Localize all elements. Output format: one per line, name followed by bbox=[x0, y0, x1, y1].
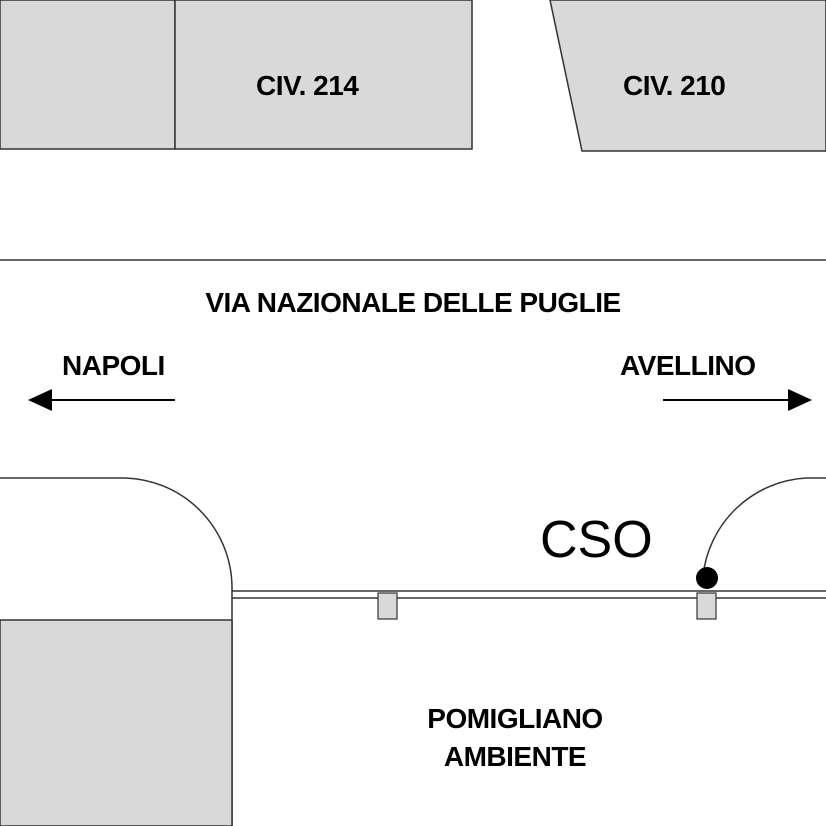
building-civ-210-label: CIV. 210 bbox=[623, 70, 726, 101]
curb-left-corner bbox=[0, 477, 233, 826]
fence-line bbox=[232, 590, 826, 599]
building-civ-214-label: CIV. 214 bbox=[256, 70, 359, 101]
cso-marker-label: CSO bbox=[540, 511, 653, 569]
top-building-block bbox=[0, 0, 826, 152]
curb-right-corner bbox=[702, 477, 826, 577]
area-label-line2: AMBIENTE bbox=[443, 741, 587, 772]
fence-post-1 bbox=[377, 592, 398, 620]
direction-right-label: AVELLINO bbox=[620, 350, 756, 381]
area-label: POMIGLIANO AMBIENTE bbox=[390, 700, 640, 776]
building-civ-214 bbox=[174, 0, 473, 150]
arrow-right-icon bbox=[663, 389, 812, 411]
cso-marker-dot bbox=[696, 567, 718, 589]
street-name: VIA NAZIONALE DELLE PUGLIE bbox=[205, 287, 621, 318]
arrow-left-icon bbox=[28, 389, 175, 411]
building-civ-210 bbox=[549, 0, 826, 152]
area-label-line1: POMIGLIANO bbox=[427, 703, 603, 734]
building-bottom-left bbox=[0, 619, 233, 826]
fence-post-2 bbox=[696, 592, 717, 620]
building-left-unlabeled bbox=[0, 0, 176, 150]
direction-left-label: NAPOLI bbox=[62, 350, 165, 381]
